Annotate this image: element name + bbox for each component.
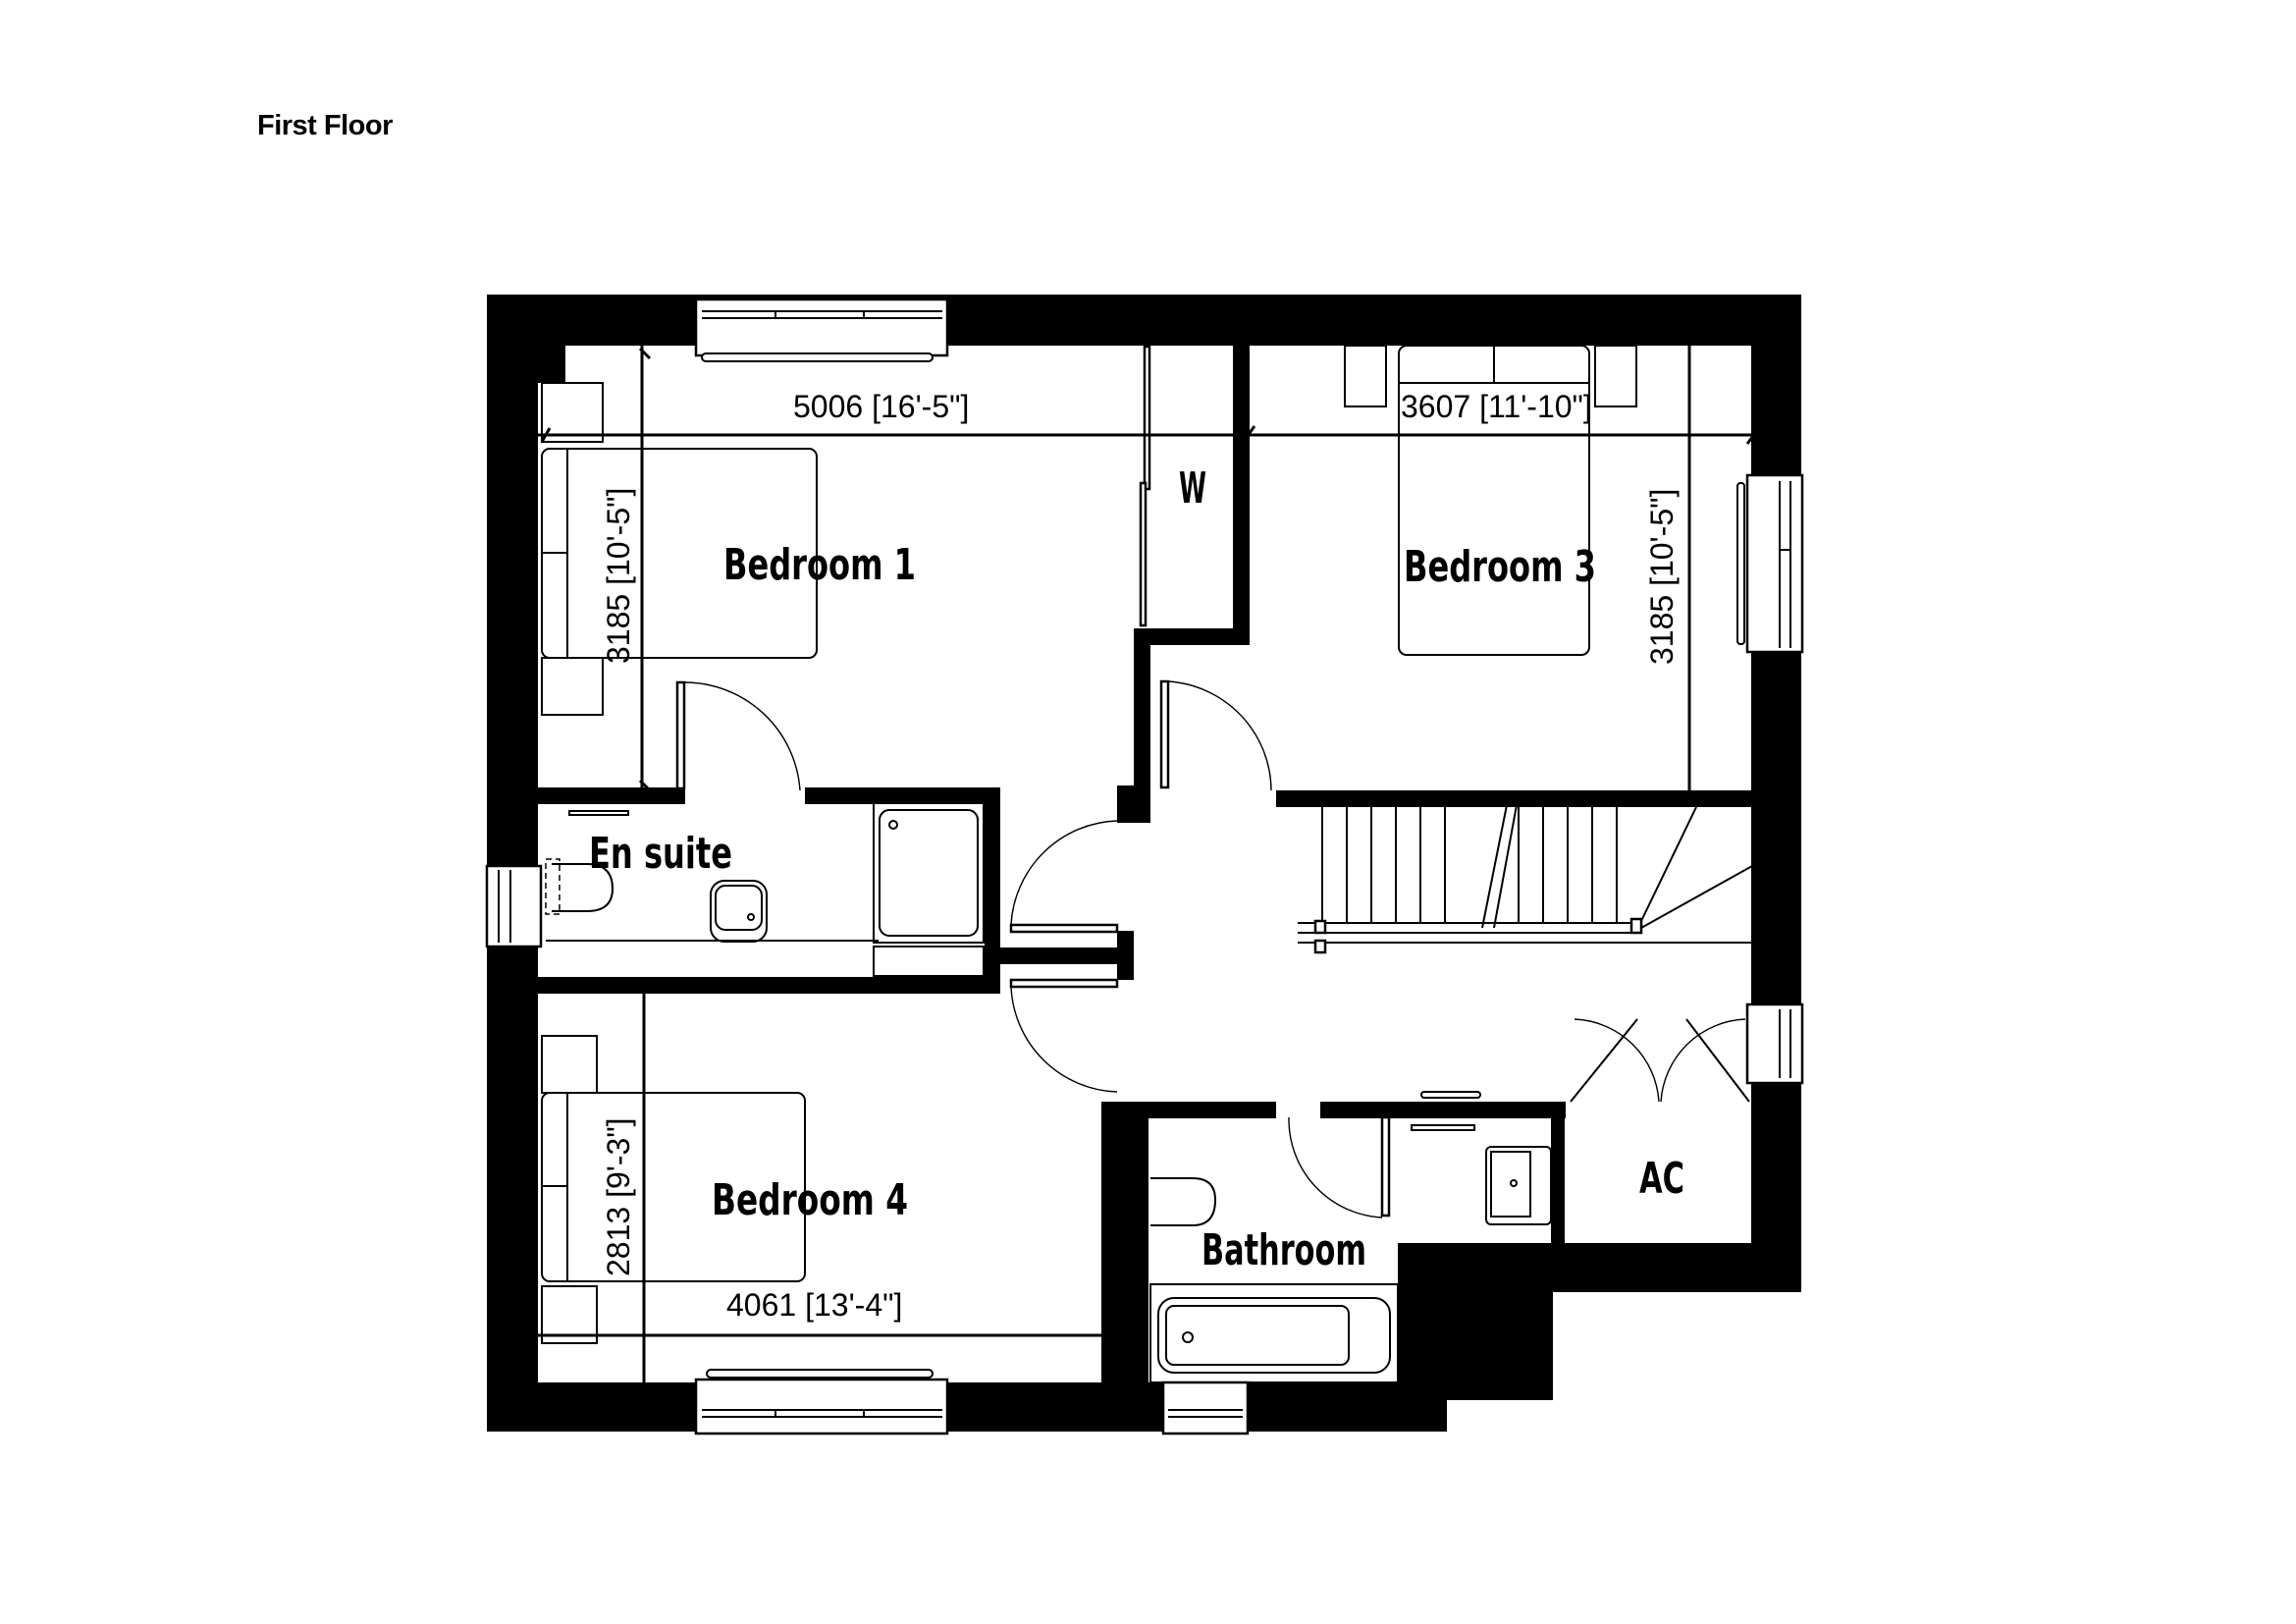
- dimension-bedroom3-depth: 3185 [10'-5"]: [1644, 489, 1680, 665]
- dimension-bedroom3-width: 3607 [11'-10"]: [1401, 389, 1592, 424]
- window-bedroom1: [694, 298, 949, 362]
- door-ensuite: [1009, 820, 1119, 934]
- window-bedroom3: [1736, 473, 1804, 654]
- window-landing: [1745, 1002, 1804, 1085]
- wardrobe-doors: [1139, 345, 1151, 627]
- room-label-bedroom4: Bedroom 4: [712, 1175, 908, 1225]
- window-bathroom: [1161, 1380, 1250, 1435]
- room-label-wardrobe: W: [1179, 463, 1206, 514]
- dimension-lines: [538, 346, 1761, 1382]
- page-title: First Floor: [257, 110, 393, 141]
- room-label-bedroom1: Bedroom 1: [723, 540, 916, 590]
- dimension-bedroom1-width: 5006 [16'-5"]: [793, 389, 969, 424]
- room-label-bedroom3: Bedroom 3: [1404, 542, 1596, 592]
- window-bedroom4: [694, 1369, 949, 1435]
- window-ensuite: [485, 864, 543, 948]
- door-bathroom: [1288, 1115, 1391, 1218]
- labels: Bedroom 1 Bedroom 3 Bedroom 4 En suite B…: [589, 389, 1684, 1323]
- room-label-bathroom: Bathroom: [1201, 1225, 1366, 1275]
- room-label-airing-cupboard: AC: [1639, 1154, 1684, 1204]
- internal-walls: [538, 344, 1757, 1400]
- windows: [485, 298, 1804, 1435]
- room-label-ensuite: En suite: [589, 829, 732, 879]
- dimension-bedroom4-width: 4061 [13'-4"]: [726, 1287, 902, 1323]
- door-bedroom1: [675, 680, 801, 791]
- doors: [675, 345, 1750, 1218]
- door-bedroom4: [1009, 978, 1119, 1093]
- staircase: [1298, 804, 1753, 967]
- dimension-bedroom4-depth: 2813 [9'-3"]: [601, 1117, 636, 1276]
- dimension-bedroom1-depth: 3185 [10'-5"]: [601, 488, 636, 664]
- door-airing-cupboard: [1570, 1018, 1750, 1103]
- furniture: [541, 345, 1637, 1383]
- door-bedroom3: [1159, 679, 1272, 791]
